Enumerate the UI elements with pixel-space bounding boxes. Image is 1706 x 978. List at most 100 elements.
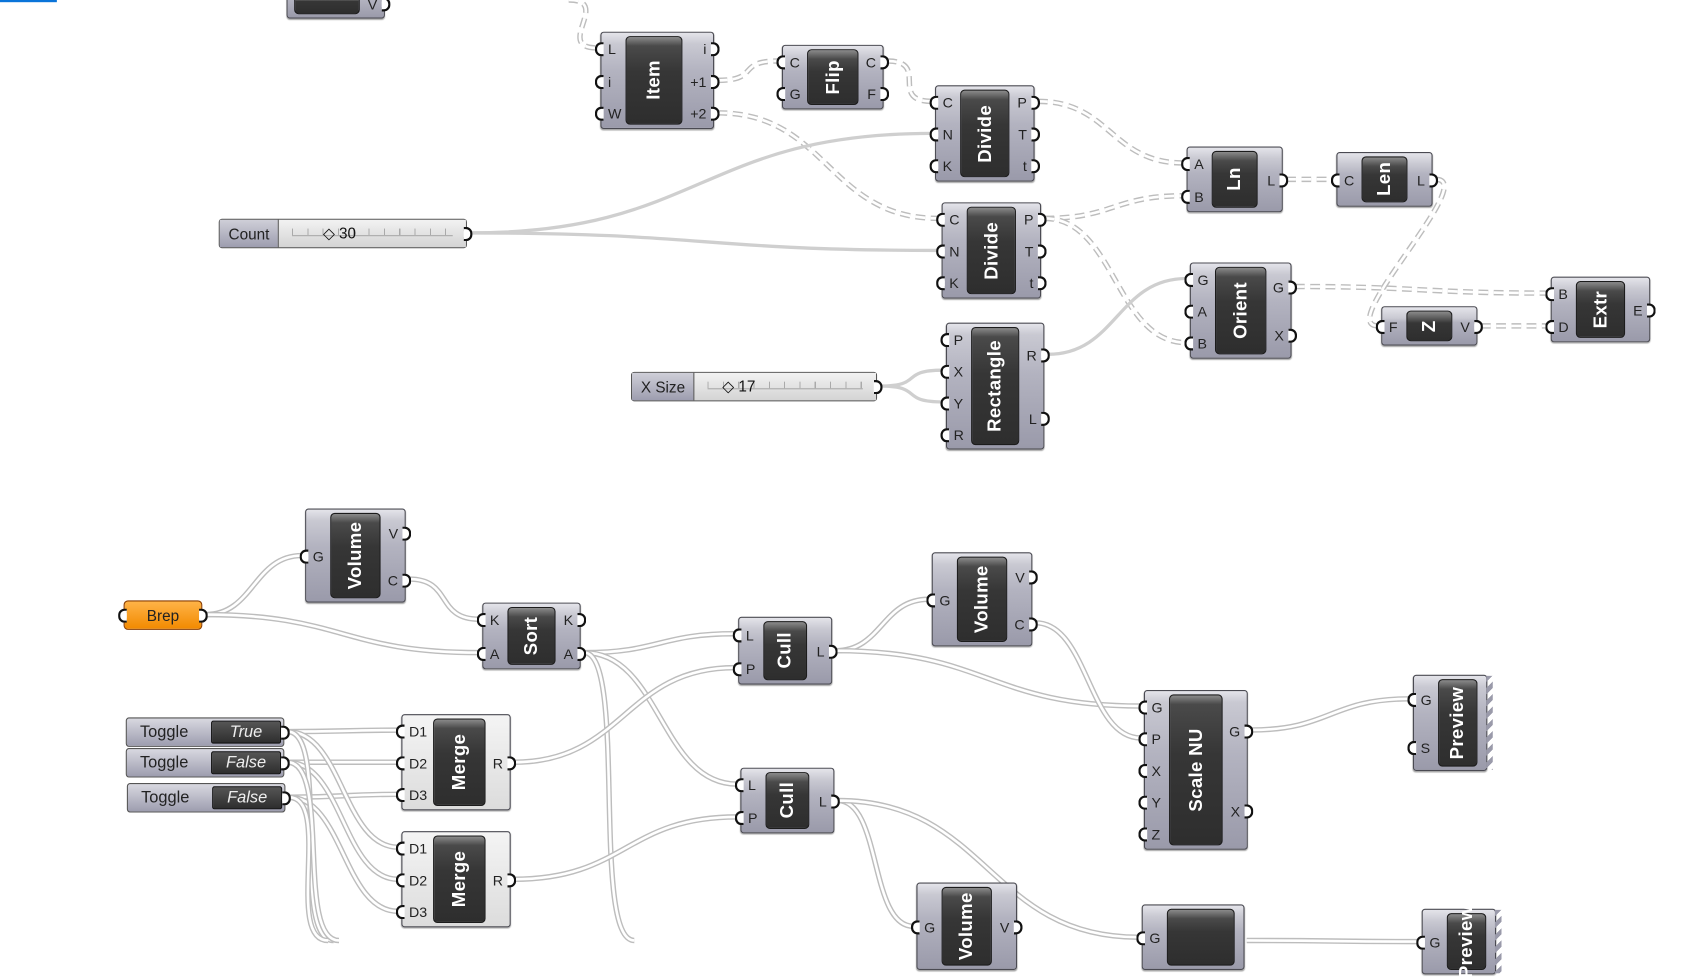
input-port-K[interactable]	[929, 159, 939, 174]
input-port-X[interactable]	[1138, 763, 1148, 779]
output-port-V[interactable]	[381, 0, 391, 11]
output-port-+1[interactable]	[710, 74, 720, 89]
input-port-G[interactable]	[1416, 935, 1425, 950]
input-port-L[interactable]	[594, 41, 604, 57]
input-port-X[interactable]	[940, 364, 950, 379]
input-port-L[interactable]	[734, 778, 744, 793]
output-port-i[interactable]	[710, 41, 720, 57]
input-port-G[interactable]	[910, 920, 920, 935]
output-port[interactable]	[199, 608, 208, 623]
output-port-L[interactable]	[1041, 411, 1050, 426]
toggle-value[interactable]: False	[211, 751, 282, 775]
output-port-K[interactable]	[577, 613, 587, 628]
input-port-D[interactable]	[1545, 319, 1555, 335]
input-port-D3[interactable]	[395, 905, 405, 920]
input-port[interactable]	[118, 608, 127, 623]
input-port-G[interactable]	[776, 87, 786, 102]
toggle-value[interactable]: True	[211, 720, 282, 744]
output-port-P[interactable]	[1037, 212, 1047, 227]
input-port-D1[interactable]	[395, 724, 405, 739]
input-port-S[interactable]	[1407, 740, 1417, 756]
input-port-N[interactable]	[929, 127, 939, 142]
output-port-P[interactable]	[1031, 95, 1041, 110]
output-port[interactable]	[282, 791, 291, 806]
toggle-value[interactable]: False	[212, 786, 283, 810]
output-port-V[interactable]	[402, 526, 412, 541]
input-port-D1[interactable]	[395, 841, 405, 856]
input-port-B[interactable]	[1184, 336, 1194, 351]
input-port-G[interactable]	[1136, 931, 1145, 946]
input-port-W[interactable]	[594, 106, 604, 122]
input-port-P[interactable]	[1138, 731, 1148, 747]
input-port-C[interactable]	[1330, 173, 1340, 188]
output-port-G[interactable]	[1288, 280, 1298, 295]
output-port-C[interactable]	[880, 54, 890, 70]
output-port-F[interactable]	[880, 87, 890, 102]
input-port-C[interactable]	[936, 212, 945, 227]
output-port-A[interactable]	[577, 646, 587, 661]
output-port-C[interactable]	[402, 573, 412, 588]
output-port-t[interactable]	[1037, 276, 1047, 291]
input-port-G[interactable]	[299, 549, 309, 564]
slider-track[interactable]: ◇ 17	[694, 372, 876, 401]
param-brep[interactable]: Brep	[118, 600, 208, 630]
output-port-X[interactable]	[1288, 328, 1298, 343]
input-port-C[interactable]	[776, 54, 786, 70]
input-port-G[interactable]	[1407, 692, 1417, 708]
input-port-B[interactable]	[1545, 287, 1555, 302]
input-port-D2[interactable]	[395, 873, 405, 888]
output-port-R[interactable]	[1041, 348, 1050, 363]
input-port-K[interactable]	[476, 613, 486, 628]
output-port-+2[interactable]	[710, 106, 720, 122]
output-port-L[interactable]	[1279, 173, 1289, 188]
output-port-L[interactable]	[831, 794, 840, 809]
input-port-N[interactable]	[936, 244, 945, 259]
input-port-R[interactable]	[940, 427, 950, 442]
input-port-D3[interactable]	[395, 788, 405, 803]
output-port[interactable]	[873, 380, 883, 395]
input-port-F[interactable]	[1375, 319, 1385, 335]
input-port-G[interactable]	[926, 593, 936, 608]
input-port-K[interactable]	[936, 276, 945, 291]
output-port-L[interactable]	[828, 644, 838, 659]
input-port-P[interactable]	[734, 810, 744, 826]
output-port-V[interactable]	[1474, 319, 1483, 335]
output-port-V[interactable]	[1013, 920, 1023, 935]
input-port-D2[interactable]	[395, 756, 405, 771]
input-port-Y[interactable]	[940, 395, 950, 411]
output-port-R[interactable]	[507, 756, 517, 771]
slider-track[interactable]: ◇ 30	[279, 219, 466, 248]
input-port-A[interactable]	[1184, 304, 1194, 319]
output-port[interactable]	[281, 756, 290, 771]
output-port[interactable]	[463, 226, 473, 242]
input-port-i[interactable]	[594, 74, 604, 89]
input-port-Z[interactable]	[1138, 827, 1148, 842]
input-port-C[interactable]	[929, 95, 939, 110]
output-port-C[interactable]	[1029, 616, 1038, 632]
output-port-T[interactable]	[1031, 127, 1041, 142]
slider-xsize[interactable]: X Size◇ 17	[631, 371, 883, 402]
input-port-Y[interactable]	[1138, 795, 1148, 811]
input-port-G[interactable]	[1184, 272, 1194, 287]
